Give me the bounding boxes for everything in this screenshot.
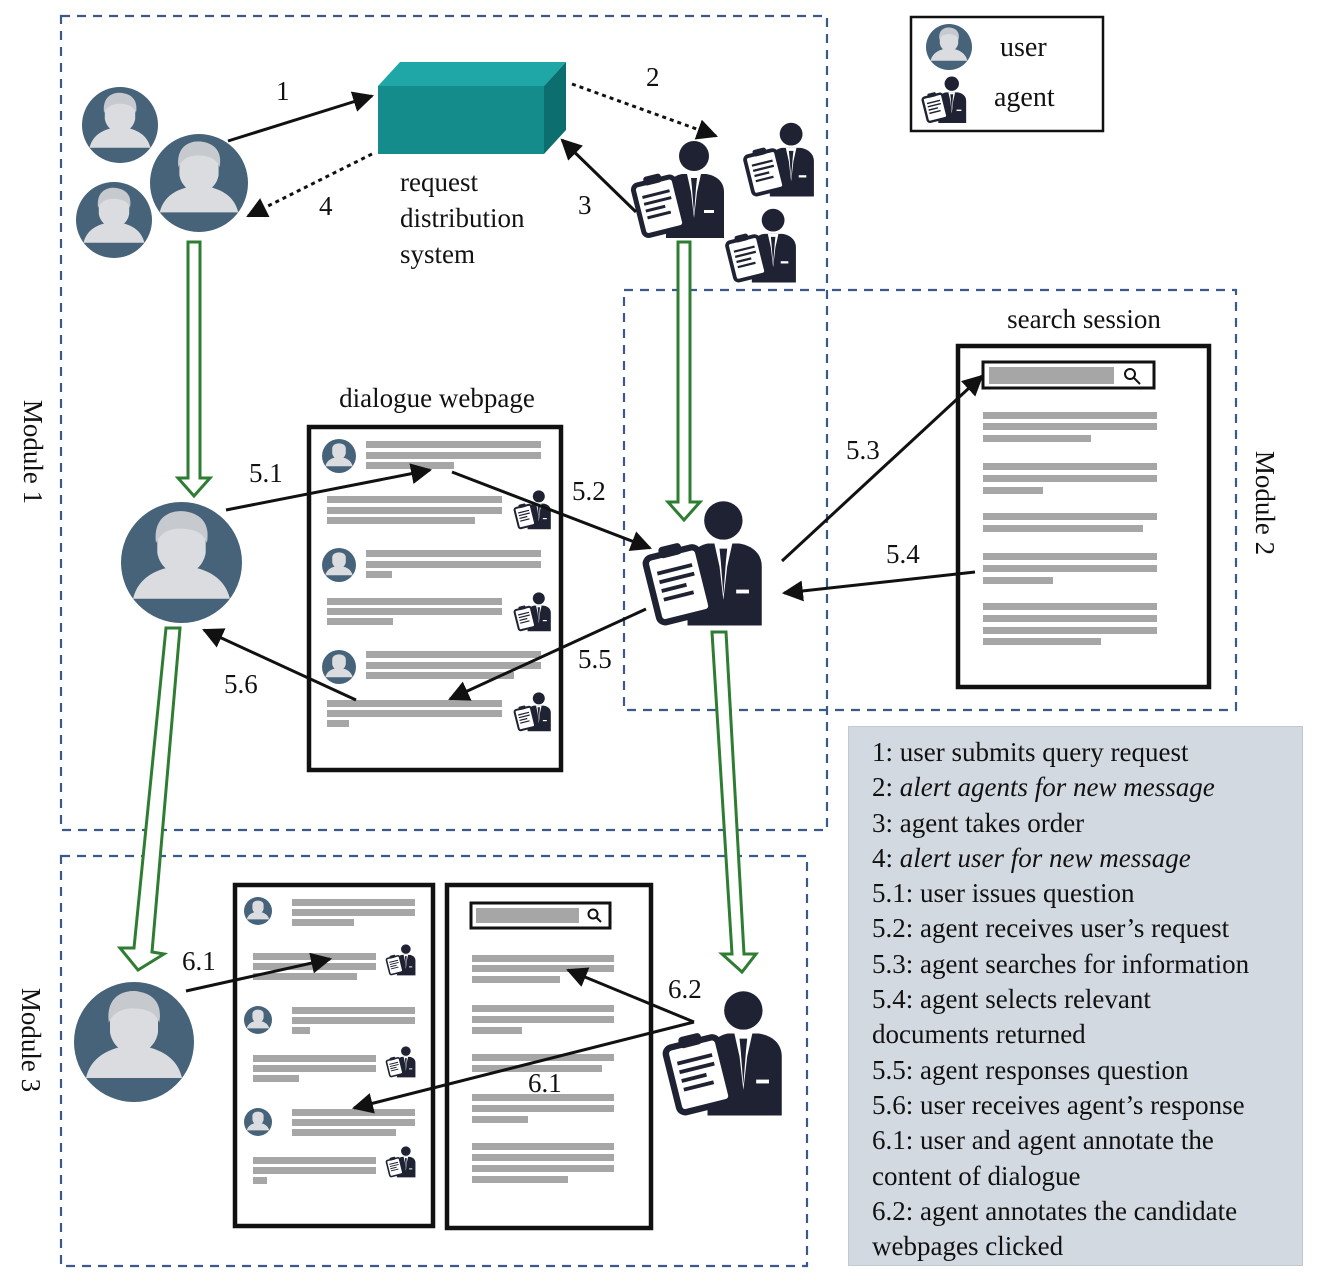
request-distribution-system [378, 62, 566, 154]
key-user-icon [926, 24, 972, 70]
arrow-4 [246, 152, 373, 218]
arrow-1 [227, 91, 375, 143]
module-2-label: Module 2 [1250, 451, 1280, 555]
system-label-line1: request [400, 167, 478, 197]
module-3-label: Module 3 [16, 988, 46, 1092]
user-icon-annotation [74, 982, 194, 1102]
arrow-5-3 [780, 374, 984, 563]
legend-line-9: documents returned [872, 1019, 1086, 1050]
step-label-4: 4 [319, 191, 333, 221]
legend-line-3: 3: agent takes order [872, 807, 1085, 838]
legend-line-14: 6.2: agent annotates the candidate [872, 1195, 1238, 1226]
annot-user-avatar-2 [244, 1006, 272, 1034]
user-icon-dialogue [121, 502, 242, 623]
legend-line-12: 6.1: user and agent annotate the [872, 1125, 1214, 1156]
dialogue-user-avatar-1 [322, 439, 356, 473]
dialogue-webpage-title: dialogue webpage [339, 383, 535, 413]
dialogue-user-avatar-3 [322, 650, 356, 684]
user-icon-main [150, 134, 248, 232]
agent-icon-annotation [663, 991, 782, 1115]
user-icon-small-bottom [76, 182, 152, 258]
step-label-6-1-user: 6.1 [182, 946, 216, 976]
step-label-5-4: 5.4 [886, 539, 920, 569]
search-session-title: search session [1007, 304, 1161, 334]
arrow-5-2 [451, 470, 652, 552]
arrow-5-5 [448, 607, 647, 701]
module-1-label: Module 1 [18, 400, 48, 504]
flow-arrow-user-module3 [116, 626, 182, 972]
legend-line-6: 5.2: agent receives user’s request [872, 913, 1230, 944]
arrow-2 [571, 82, 718, 140]
agent-icon-small-b [723, 206, 798, 285]
module-3-boundary [59, 854, 809, 1268]
agent-icon-main-top [631, 141, 724, 238]
step-label-1: 1 [276, 76, 290, 106]
magnifier-icon [1124, 368, 1141, 385]
arrow-6-1-user [185, 952, 333, 993]
step-label-3: 3 [578, 190, 592, 220]
module-1-boundary [59, 14, 829, 832]
legend-line-1: 1: user submits query request [872, 737, 1189, 767]
search-session-content [981, 360, 1157, 645]
annot-user-avatar-1 [244, 897, 272, 925]
legend-line-11: 5.6: user receives agent’s response [872, 1089, 1245, 1120]
step-label-6-1-agent: 6.1 [528, 1068, 562, 1098]
legend-line-7: 5.3: agent searches for information [872, 948, 1250, 979]
legend-line-4: 4: alert user for new message [872, 842, 1191, 873]
key-user-label: user [1000, 32, 1047, 63]
legend-line-5: 5.1: user issues question [872, 878, 1135, 909]
dialogue-user-avatar-2 [322, 548, 356, 582]
step-label-5-1: 5.1 [249, 458, 283, 488]
system-label-line3: system [400, 239, 475, 269]
agent-icon-dialogue [643, 501, 762, 625]
flow-arrow-user-down [174, 240, 214, 499]
step-label-5-3: 5.3 [846, 435, 880, 465]
annot-user-avatar-3 [244, 1108, 272, 1136]
step-label-2: 2 [646, 62, 660, 92]
arrow-3 [560, 138, 638, 214]
agent-icon-small-a [741, 120, 816, 199]
legend-line-13: content of dialogue [872, 1160, 1081, 1191]
arrow-5-4 [781, 570, 976, 602]
arrow-5-1 [225, 463, 433, 512]
arrow-6-1-agent [351, 1020, 695, 1114]
step-label-5-6: 5.6 [224, 669, 258, 699]
user-icon-small-top [82, 87, 158, 163]
arrow-5-6 [202, 628, 357, 702]
steps-legend: 1: user submits query request 2: alert a… [848, 726, 1303, 1266]
module-2-boundary [622, 288, 1238, 712]
legend-line-8: 5.4: agent selects relevant [872, 984, 1151, 1015]
arrow-6-2-webpage [566, 967, 695, 1024]
legend-line-10: 5.5: agent responses question [872, 1054, 1189, 1085]
legend-line-15: webpages clicked [872, 1231, 1064, 1262]
flow-arrow-agent-module3 [710, 630, 760, 975]
key-agent-label: agent [994, 82, 1055, 113]
annotation-webpage-content [469, 901, 614, 1183]
annotation-magnifier-icon [587, 908, 602, 923]
step-label-5-5: 5.5 [578, 644, 612, 674]
legend-line-2: 2: alert agents for new message [872, 772, 1215, 803]
step-label-6-2: 6.2 [668, 974, 702, 1004]
step-label-5-2: 5.2 [572, 476, 606, 506]
flow-arrow-agent-down [664, 240, 704, 523]
system-label-line2: distribution [400, 203, 525, 233]
